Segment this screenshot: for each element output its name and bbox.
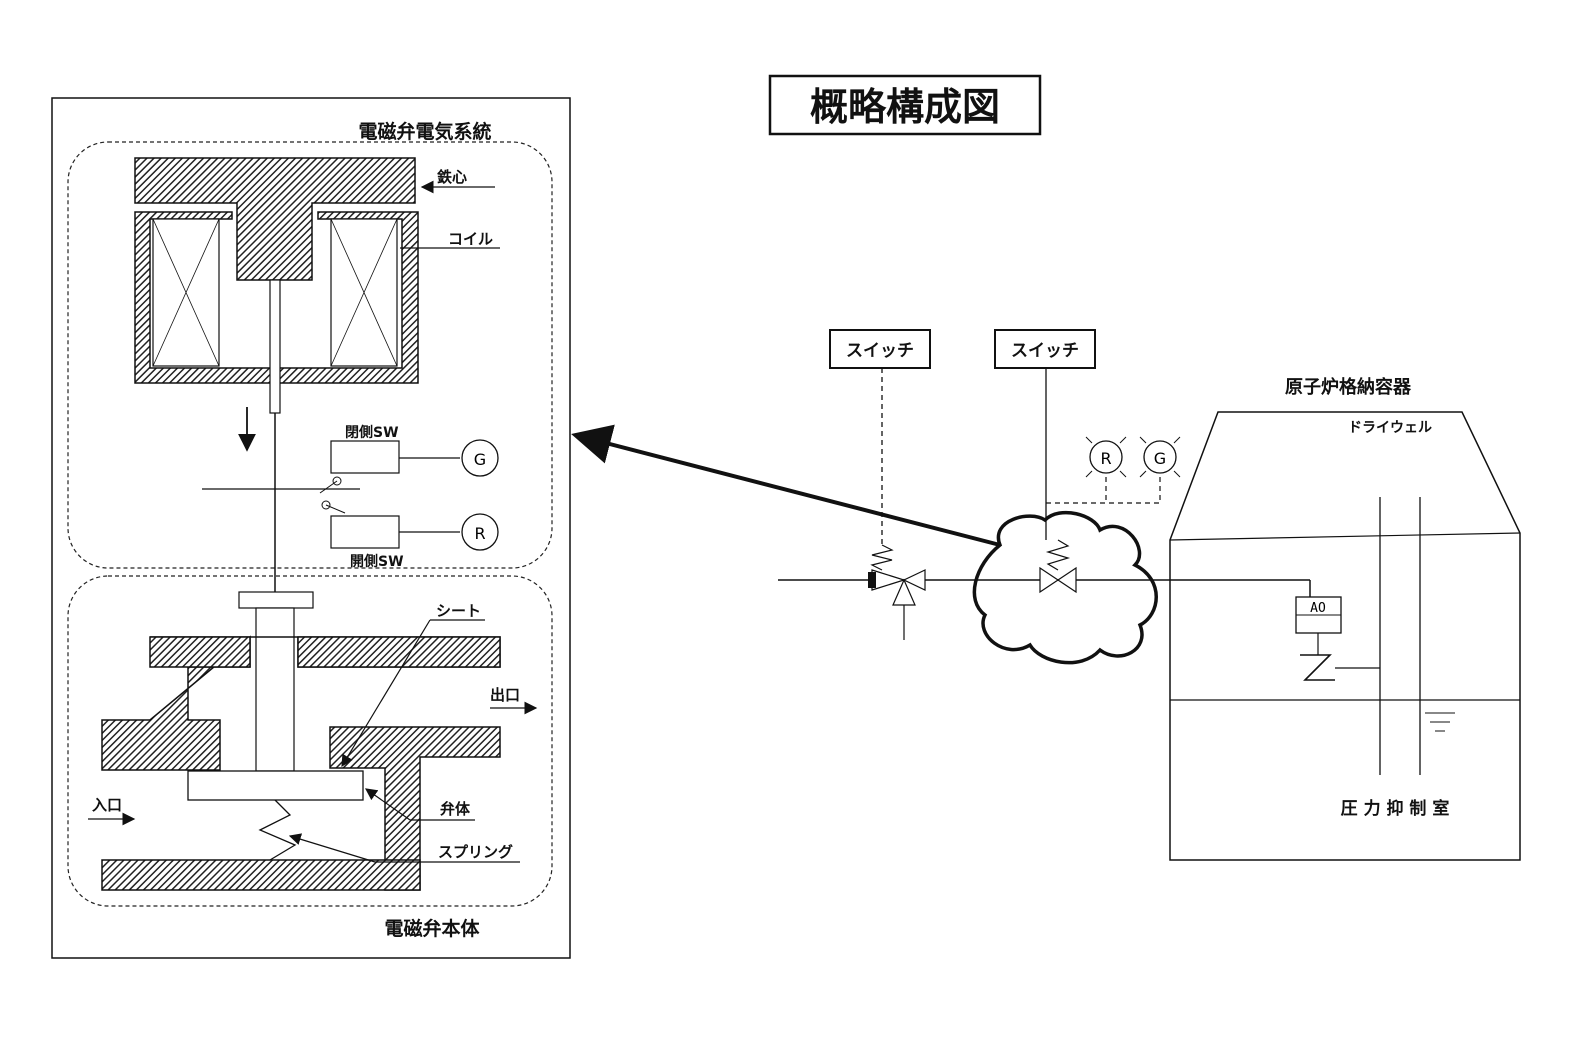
title-box: 概略構成図 [768, 74, 1042, 136]
coil-label: コイル [448, 230, 493, 248]
switch-1-box [829, 329, 931, 369]
indicator-g-icon [1143, 440, 1177, 474]
electrical-section-label: 電磁弁電気系統 [358, 120, 491, 143]
valve-stem-head [238, 591, 314, 609]
lamp-ray-icons [1085, 436, 1181, 478]
plunger-rod [269, 279, 281, 414]
open-switch-label: 開側SW [350, 553, 404, 570]
inlet-label: 入口 [92, 796, 122, 814]
lamp-r-icon [461, 513, 499, 551]
switch-2-box [994, 329, 1096, 369]
switch-2-label: スイッチ [1011, 341, 1079, 361]
lamp-g-icon [461, 439, 499, 477]
three-way-solenoid-valve-icon [868, 544, 926, 640]
open-side-switch [330, 515, 400, 549]
detail-callout-arrow [571, 424, 1001, 547]
indicator-r-label: R [1100, 449, 1111, 468]
indicator-r-icon [1089, 440, 1123, 474]
valve-disc [187, 770, 364, 801]
primary-containment-vessel [1169, 411, 1521, 861]
valve-body-bottom [101, 859, 421, 891]
suppression-chamber-label: 圧 力 抑 制 室 [1341, 798, 1450, 819]
valve-body-section-label: 電磁弁本体 [384, 917, 480, 940]
closed-side-switch [330, 440, 400, 474]
highlighted-valve-cloud [972, 510, 1158, 665]
outlet-label: 出口 [490, 686, 520, 704]
lamp-r-label: R [474, 524, 485, 543]
iron-core [134, 157, 416, 281]
core-label: 鉄心 [437, 168, 467, 186]
vacuum-breaker-icon [1300, 654, 1335, 681]
solenoid-valve-detail-panel: 電磁弁電気系統 鉄心 コイル 閉側SW [51, 97, 571, 959]
solenoid-valve-icon [1039, 539, 1077, 594]
lamp-g-label: G [474, 450, 486, 469]
valve-stem [255, 607, 295, 772]
ao-valve-label: AO [1310, 601, 1326, 616]
spring-label: スプリング [438, 843, 513, 861]
system-schematic: スイッチ スイッチ R G [778, 329, 1521, 861]
coil-winding-right [330, 218, 398, 367]
switch-1-label: スイッチ [846, 341, 914, 361]
coil-winding-left [152, 218, 220, 367]
spring-icon [258, 799, 297, 861]
coil-housing [134, 211, 419, 384]
valve-disc-label: 弁体 [440, 800, 471, 818]
diagram-title: 概略構成図 [810, 85, 1000, 129]
closed-switch-label: 閉側SW [345, 424, 399, 441]
drywell-label: ドライウェル [1348, 420, 1432, 436]
seat-label: シート [436, 602, 481, 620]
electrical-section-boundary [67, 141, 553, 569]
containment-label: 原子炉格納容器 [1285, 376, 1412, 398]
valve-body-section-boundary [67, 575, 553, 907]
indicator-g-label: G [1154, 449, 1166, 468]
